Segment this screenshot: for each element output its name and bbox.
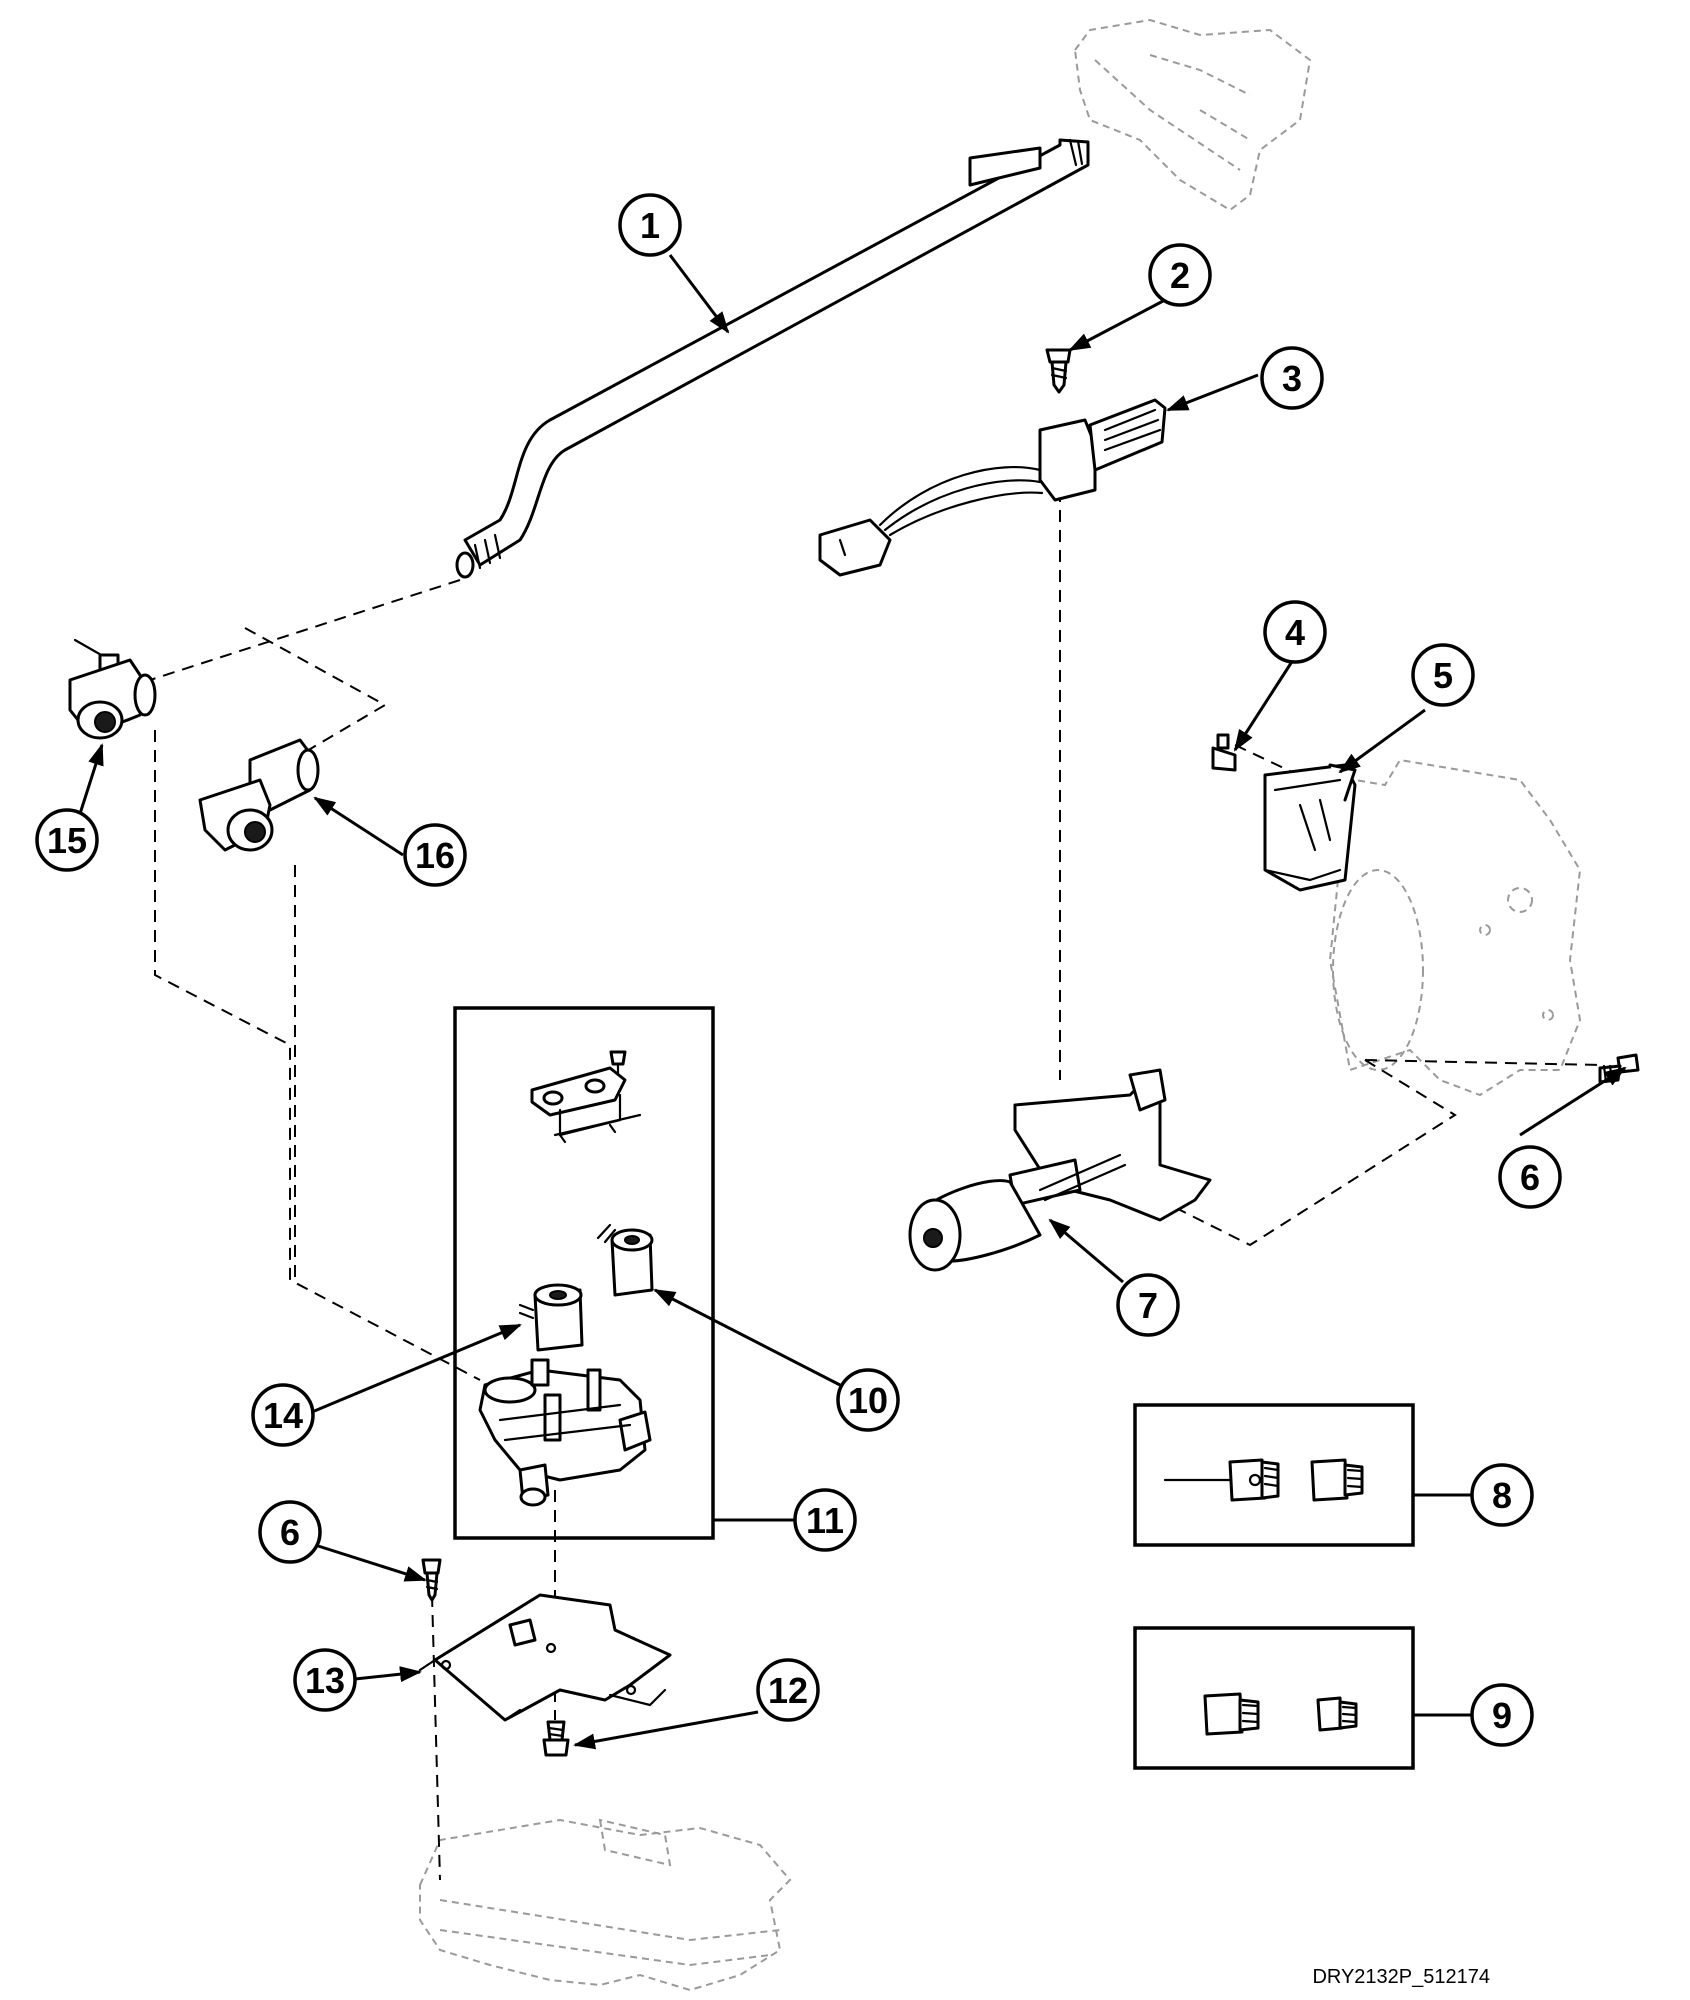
callout-7: 7 xyxy=(1116,1273,1180,1337)
callout-12-label: 12 xyxy=(768,1670,808,1711)
callout-4: 4 xyxy=(1263,600,1327,664)
ghost-frame-top-right xyxy=(1073,18,1312,212)
callout-2-label: 2 xyxy=(1170,255,1190,296)
callout-15-label: 15 xyxy=(47,820,87,861)
valve-assembly-box xyxy=(453,1006,715,1540)
ghost-burner-housing xyxy=(1328,758,1582,1097)
callout-10-label: 10 xyxy=(848,1380,888,1421)
callout-3-label: 3 xyxy=(1282,358,1302,399)
callout-14: 14 xyxy=(251,1383,315,1447)
callout-8: 8 xyxy=(1470,1463,1534,1527)
callout-1: 1 xyxy=(618,193,682,257)
burner-tube xyxy=(908,1068,1212,1272)
igniter xyxy=(818,398,1167,577)
callout-11-label: 11 xyxy=(806,1500,844,1541)
shutoff-valve xyxy=(68,638,157,740)
mounting-bracket xyxy=(418,1593,672,1722)
screw-part-6-left xyxy=(421,1558,442,1602)
screw-part-2 xyxy=(1045,348,1072,394)
callout-7-label: 7 xyxy=(1138,1285,1158,1326)
assembly-lines xyxy=(149,430,1601,1881)
screw-part-4 xyxy=(1211,733,1237,772)
orifice-kit-box-9 xyxy=(1133,1626,1415,1770)
callout-14-label: 14 xyxy=(263,1395,303,1436)
callout-8-label: 8 xyxy=(1492,1475,1512,1516)
callout-9: 9 xyxy=(1470,1683,1534,1747)
callout-2: 2 xyxy=(1148,243,1212,307)
screw-part-6-right xyxy=(1598,1053,1640,1084)
screw-part-12 xyxy=(542,1720,570,1757)
callout-12: 12 xyxy=(756,1658,820,1722)
leader-lines xyxy=(76,254,1627,1750)
orifice-kit-box-8 xyxy=(1133,1403,1415,1547)
callout-16: 16 xyxy=(403,823,467,887)
callout-6-left: 6 xyxy=(258,1500,322,1564)
callout-1-label: 1 xyxy=(640,205,660,246)
callout-6-left-label: 6 xyxy=(280,1512,300,1553)
callout-9-label: 9 xyxy=(1492,1695,1512,1736)
callout-6-right-label: 6 xyxy=(1520,1157,1540,1198)
callout-5: 5 xyxy=(1411,643,1475,707)
callout-6-right: 6 xyxy=(1498,1145,1562,1209)
callout-15: 15 xyxy=(35,808,99,872)
bracket-part-5 xyxy=(1263,763,1357,892)
callout-13: 13 xyxy=(293,1648,357,1712)
callout-3: 3 xyxy=(1260,346,1324,410)
drawing-id: DRY2132P_512174 xyxy=(1312,1966,1490,1988)
callout-4-label: 4 xyxy=(1285,612,1305,653)
ghost-base-bottom xyxy=(419,1818,792,1992)
callout-11: 11 xyxy=(793,1488,857,1552)
callout-10: 10 xyxy=(836,1368,900,1432)
callout-5-label: 5 xyxy=(1433,655,1453,696)
elbow-fitting xyxy=(198,738,320,852)
callout-13-label: 13 xyxy=(305,1660,345,1701)
callout-16-label: 16 xyxy=(415,835,455,876)
gas-pipe xyxy=(455,138,1090,579)
